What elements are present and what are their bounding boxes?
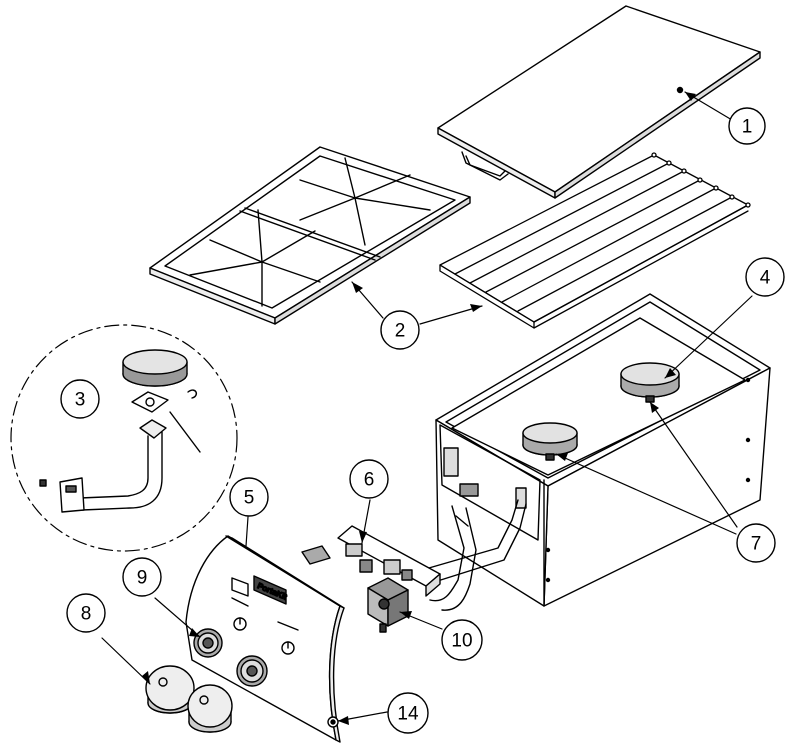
igniter-button [327, 716, 339, 728]
burner-grate [149, 146, 471, 325]
callout-4: 4 [745, 257, 785, 297]
firebox-housing [435, 293, 771, 607]
callout-2: 2 [380, 310, 420, 350]
callout-6: 6 [349, 459, 389, 499]
valve-assembly [367, 577, 409, 633]
callout-2-label: 2 [395, 321, 406, 342]
callout-6-label: 6 [364, 470, 375, 491]
leader-arrowheads [142, 92, 696, 725]
control-knob-right [187, 684, 233, 733]
bezel-right [236, 655, 268, 687]
burner-head-right [620, 362, 680, 403]
callout-9: 9 [122, 557, 162, 597]
bezel-left [193, 628, 223, 658]
callout-10: 10 [441, 619, 483, 661]
wire-rack [439, 152, 751, 329]
control-knob-left [145, 665, 195, 714]
callout-3: 3 [60, 379, 100, 419]
callout-1: 1 [728, 107, 766, 145]
callout-7: 7 [736, 523, 776, 563]
callout-14-label: 14 [397, 704, 419, 725]
callout-7-label: 7 [751, 534, 762, 555]
gas-manifold [301, 499, 527, 611]
callout-1-label: 1 [742, 117, 753, 138]
callout-8: 8 [66, 593, 106, 633]
callout-14: 14 [387, 692, 429, 734]
callout-10-label: 10 [451, 631, 472, 652]
burner-detail-inset [10, 324, 238, 552]
callout-8-label: 8 [81, 604, 92, 625]
callout-5: 5 [229, 477, 269, 517]
callout-5-label: 5 [244, 488, 255, 509]
callout-3-label: 3 [75, 390, 86, 411]
control-panel: PortaKit [185, 535, 345, 743]
callout-4-label: 4 [760, 268, 771, 289]
griddle-cover [437, 5, 761, 199]
burner-head-left [522, 422, 578, 461]
callout-9-label: 9 [137, 568, 148, 589]
